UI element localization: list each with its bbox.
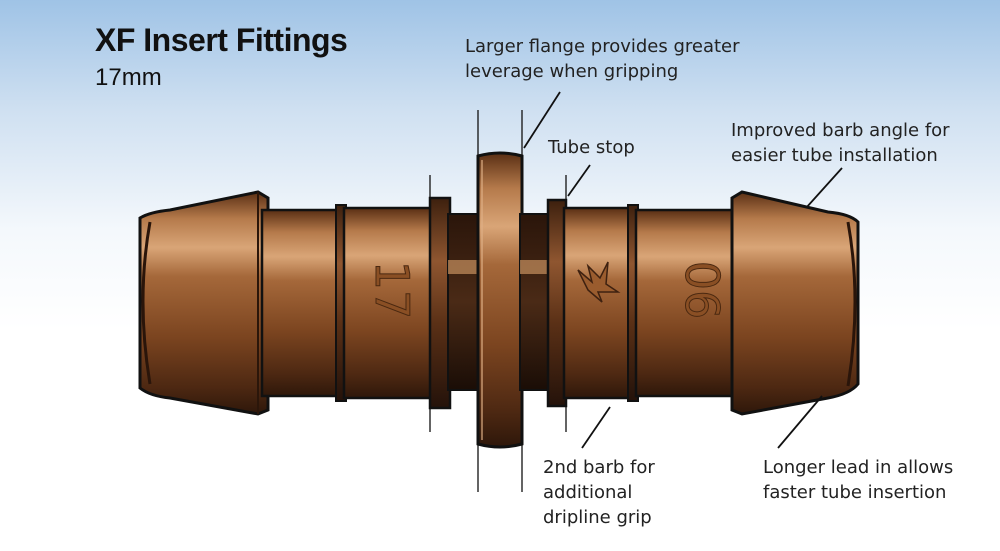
callout-second-barb: 2nd barb for additional dripline grip bbox=[543, 457, 655, 528]
callout-longer-lead: Longer lead in allows faster tube insert… bbox=[763, 457, 954, 503]
page-subtitle: 17mm bbox=[95, 64, 162, 91]
left-core bbox=[447, 213, 481, 391]
callout-flange: Larger flange provides greater leverage … bbox=[465, 36, 740, 82]
callout-leaders bbox=[523, 91, 843, 449]
right-core bbox=[519, 213, 553, 391]
marking-06: 06 bbox=[675, 261, 729, 320]
reference-lines bbox=[429, 110, 567, 492]
right-shank bbox=[562, 206, 634, 400]
left-barb bbox=[138, 190, 270, 416]
callout-barb-angle: Improved barb angle for easier tube inst… bbox=[731, 120, 950, 166]
page-title: XF Insert Fittings bbox=[95, 22, 348, 58]
bird-logo-icon bbox=[577, 261, 621, 303]
center-flange bbox=[476, 151, 524, 449]
right-barb bbox=[730, 190, 860, 416]
marking-17: 17 bbox=[365, 261, 419, 320]
left-body bbox=[260, 208, 342, 398]
callout-tube-stop: Tube stop bbox=[548, 137, 635, 158]
